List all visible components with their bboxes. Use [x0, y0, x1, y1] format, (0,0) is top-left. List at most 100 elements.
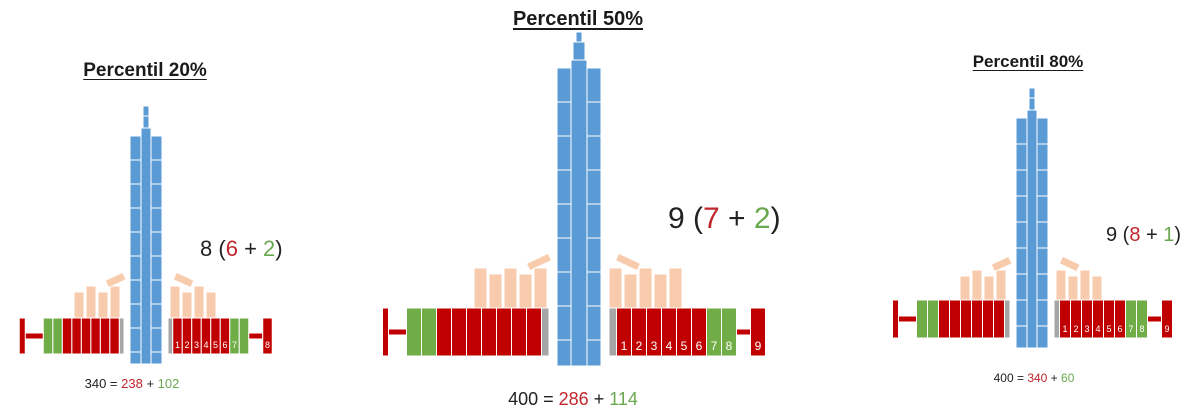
tower-segment — [1015, 221, 1028, 249]
roof-beam — [1058, 255, 1081, 273]
tower-segment — [150, 279, 163, 305]
eq-red: 340 — [1027, 371, 1048, 385]
roof-block — [1079, 269, 1091, 301]
unit-number-label: 1 — [621, 339, 628, 353]
connector-block — [1004, 299, 1011, 339]
count-total: 9 — [668, 202, 685, 235]
end-cap-post — [750, 307, 766, 357]
tower-segment — [1036, 325, 1049, 349]
unit-green — [421, 307, 437, 357]
tower-segment — [1015, 247, 1028, 275]
unit-red — [938, 299, 950, 339]
eq-green: 60 — [1061, 371, 1075, 385]
tower-segment — [150, 183, 163, 209]
tower-segment — [1036, 221, 1049, 249]
connector-block — [167, 317, 174, 355]
area-equation: 340 = 238 + 102 — [84, 376, 180, 391]
eq-total: 400 — [993, 371, 1014, 385]
eq-red: 286 — [558, 389, 589, 409]
roof-beam — [990, 255, 1013, 273]
tower-antenna — [1028, 87, 1036, 99]
unit-red — [949, 299, 961, 339]
end-cap-post — [1161, 299, 1173, 339]
tower-segment — [586, 271, 602, 307]
unit-number-label: 1 — [175, 340, 180, 350]
unit-number-label: 2 — [184, 340, 189, 350]
tower-segment — [150, 207, 163, 233]
roof-block — [518, 273, 533, 309]
unit-red — [109, 317, 120, 355]
roof-block — [623, 273, 638, 309]
connector-block — [608, 307, 617, 357]
unit-number-label: 2 — [636, 339, 643, 353]
roof-block — [503, 267, 518, 309]
tower-segment — [129, 159, 142, 185]
roof-block — [85, 285, 97, 319]
panel-title: Percentil 80% — [972, 52, 1084, 71]
roof-block — [533, 267, 548, 309]
unit-number-label: 8 — [726, 339, 733, 353]
unit-number-label: 8 — [1139, 324, 1144, 334]
tower-segment — [129, 279, 142, 305]
roof-block — [181, 291, 193, 319]
count-red: 6 — [225, 236, 238, 261]
tower-segment — [1015, 169, 1028, 197]
tower-segment — [1015, 117, 1028, 145]
roof-block — [473, 267, 488, 309]
unit-number-label: 7 — [711, 339, 718, 353]
unit-number-label: 4 — [1095, 324, 1100, 334]
tower-segment — [129, 207, 142, 233]
tower-segment — [556, 101, 572, 137]
tower-segment — [129, 303, 142, 329]
roof-block — [638, 267, 653, 309]
end-cap-post — [262, 317, 273, 355]
unit-red — [982, 299, 994, 339]
eq-total: 400 — [508, 389, 539, 409]
unit-number-label: 2 — [1073, 324, 1078, 334]
tower-segment — [586, 305, 602, 341]
tower-segment — [556, 305, 572, 341]
end-unit-label: 9 — [1164, 324, 1169, 334]
tower-segment — [556, 339, 572, 367]
unit-green — [916, 299, 928, 339]
end-cap-beam — [736, 328, 751, 336]
tower-segment — [129, 135, 142, 161]
unit-red — [90, 317, 101, 355]
unit-number-label: 5 — [681, 339, 688, 353]
tower-segment — [150, 255, 163, 281]
unit-red — [481, 307, 497, 357]
tower-segment — [556, 67, 572, 103]
tower-core — [570, 59, 588, 367]
tower-spire — [142, 115, 150, 129]
unit-number-label: 5 — [213, 340, 218, 350]
count-green: 2 — [753, 202, 771, 235]
tower-segment — [586, 339, 602, 367]
unit-number-label: 5 — [1106, 324, 1111, 334]
tower-segment — [150, 351, 163, 365]
roof-beam — [525, 252, 553, 272]
count-red: 8 — [1129, 224, 1141, 246]
tower-segment — [150, 135, 163, 161]
tower-segment — [586, 67, 602, 103]
unit-number-label: 3 — [194, 340, 199, 350]
panel-title: Percentil 50% — [512, 8, 644, 30]
unit-red — [971, 299, 983, 339]
unit-number-label: 1 — [1062, 324, 1067, 334]
roof-block — [971, 269, 983, 301]
tower-segment — [1036, 273, 1049, 301]
unit-green — [238, 317, 250, 355]
area-equation: 400 = 286 + 114 — [508, 389, 638, 409]
unit-green — [406, 307, 422, 357]
count-green: 1 — [1163, 224, 1175, 246]
roof-block — [73, 291, 85, 319]
roof-beam — [104, 271, 127, 289]
roof-block — [983, 275, 995, 301]
roof-beam — [614, 252, 642, 272]
tower-spire — [572, 41, 586, 61]
panel-title: Percentil 20% — [83, 60, 207, 81]
roof-block — [995, 269, 1007, 301]
